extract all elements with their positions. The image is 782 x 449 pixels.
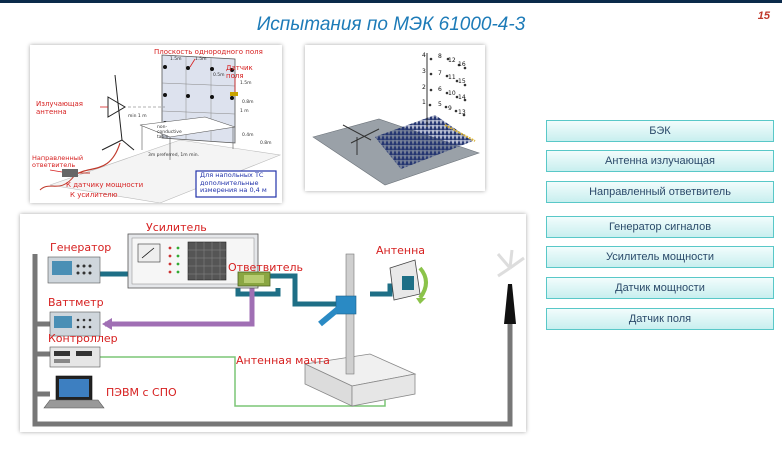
test-schematic-panel: Генератор Усилитель Ответвитель Антенна …: [20, 214, 526, 432]
chamber-3d-drawing: [312, 53, 480, 186]
grid-number: 4: [422, 52, 426, 59]
dim-label: 3m preferred, 1m min.: [148, 153, 200, 158]
legend-button-power-sensor[interactable]: Датчик мощности: [546, 277, 774, 299]
dim-label: 1 m: [240, 109, 249, 114]
uniform-field-plane-label: Плоскость однородного поля: [154, 48, 263, 56]
grid-number: 15: [458, 78, 466, 85]
dim-label: 0.4m: [242, 133, 254, 138]
dim-label: 0.5m: [213, 73, 225, 78]
setup-sketch-drawing: [39, 54, 282, 204]
generator-label: Генератор: [50, 241, 112, 254]
controller-label: Контроллер: [48, 332, 118, 345]
grid-number: 7: [438, 70, 442, 77]
radiating-antenna-label: Излучающая антенна: [36, 100, 83, 116]
setup-sketch-panel: Плоскость однородного поля Датчик поля И…: [30, 45, 282, 204]
page-number: 15: [757, 10, 770, 22]
dim-label: 0.8m: [242, 100, 254, 105]
legend-button-field-sensor[interactable]: Датчик поля: [546, 308, 774, 330]
legend-button-directional-coupler[interactable]: Направленный ответвитель: [546, 181, 774, 203]
grid-number: 14: [458, 94, 466, 101]
grid-number: 6: [438, 86, 442, 93]
wattmeter-label: Ваттметр: [48, 296, 104, 309]
to-power-sensor-label: К датчику мощности: [66, 181, 144, 189]
dim-label: 1.5m: [170, 57, 182, 62]
grid-number: 8: [438, 53, 442, 60]
grid-number: 16: [458, 61, 466, 68]
dim-label: 0.8m: [260, 141, 272, 146]
pc-label: ПЭВМ с СПО: [106, 386, 177, 399]
field-sensor-label: Датчик поля: [226, 64, 253, 80]
grid-number: 11: [448, 74, 456, 81]
dim-label: min 1 m: [128, 114, 147, 119]
grid-number: 2: [422, 84, 426, 91]
coupler-label: Ответвитель: [228, 261, 304, 274]
legend-button-power-amplifier[interactable]: Усилитель мощности: [546, 246, 774, 268]
antenna-mast-label: Антенная мачта: [236, 354, 330, 367]
grid-number: 1: [422, 99, 426, 106]
test-schematic-drawing: [32, 233, 525, 427]
dim-label: 1.5m: [240, 81, 252, 86]
floor-note: Для напольных ТС дополнительные измерени…: [200, 171, 267, 194]
grid-number: 10: [448, 90, 456, 97]
dim-label: 1.5m: [195, 57, 207, 62]
grid-number: 9: [448, 105, 452, 112]
slide-title: Испытания по МЭК 61000-4-3: [256, 14, 526, 35]
amplifier-label: Усилитель: [146, 221, 207, 234]
legend-button-bek[interactable]: БЭК: [546, 120, 774, 142]
to-amplifier-label: К усилителю: [70, 191, 118, 199]
directional-coupler-label: Направленный ответвитель: [32, 154, 84, 169]
grid-number: 12: [448, 57, 456, 64]
grid-number: 13: [458, 109, 466, 116]
antenna-label: Антенна: [376, 244, 426, 257]
grid-number: 5: [438, 101, 442, 108]
dim-label: non-conductive table: [157, 125, 182, 140]
legend-button-radiating-antenna[interactable]: Антенна излучающая: [546, 150, 774, 172]
grid-number: 3: [422, 68, 426, 75]
top-bar: [0, 0, 782, 3]
legend-button-signal-generator[interactable]: Генератор сигналов: [546, 216, 774, 238]
chamber-3d-panel: 4 8 12 16 3 7 11 15 2 6 10 14 1 5 9 13: [305, 45, 485, 191]
